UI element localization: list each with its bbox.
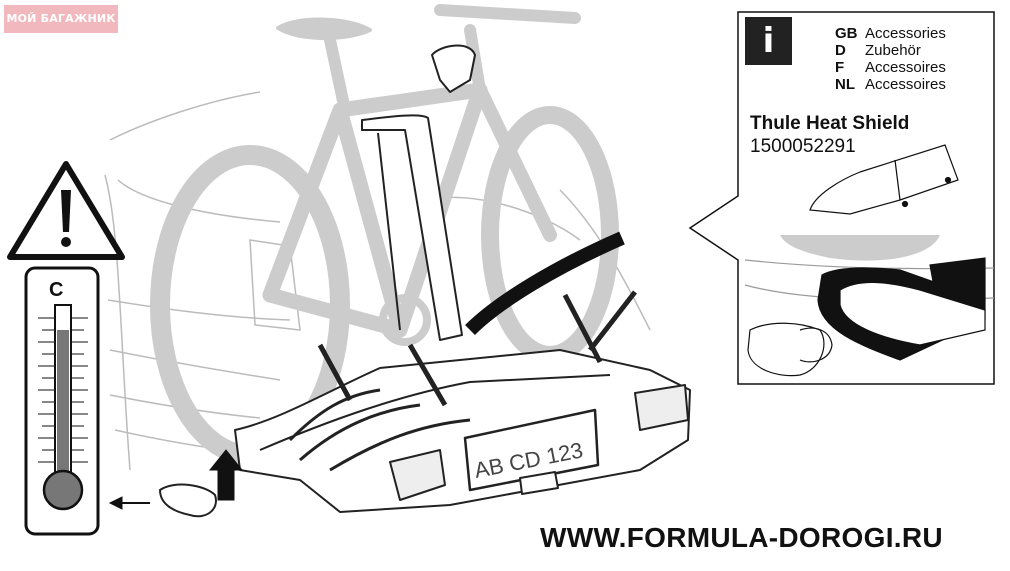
temperature-unit: C [49, 279, 64, 301]
language-label: Accessories [865, 25, 946, 42]
product-name: Thule Heat Shield [750, 113, 910, 134]
seat-post [324, 34, 351, 116]
fork [473, 83, 557, 242]
language-label: Zubehör [865, 42, 921, 59]
language-label: Accessoires [865, 76, 946, 93]
chainring [379, 294, 431, 346]
plate-holder [463, 408, 600, 492]
language-label: Accessoires [865, 59, 946, 76]
arrows [108, 449, 244, 510]
tail-light-right [634, 384, 689, 431]
wheel-tray-2 [299, 403, 421, 462]
thermometer-icon [24, 266, 100, 536]
product-code: 1500052291 [750, 136, 856, 157]
language-code: NL [835, 76, 855, 93]
website-url: WWW.FORMULA-DOROGI.RU [540, 522, 943, 553]
language-code: GB [835, 25, 858, 42]
language-code: F [835, 59, 845, 76]
language-row: F Accessoires [835, 59, 946, 76]
wheel-tray-3 [329, 418, 471, 472]
language-row: NL Accessoires [835, 76, 946, 93]
language-row: D Zubehör [835, 42, 921, 59]
clamp-arm-1 [317, 343, 353, 402]
saddle [276, 17, 372, 40]
info-icon: i [745, 17, 792, 65]
mercury-column [57, 330, 69, 490]
up-arrow-icon [208, 449, 244, 501]
carrier-mast [361, 114, 463, 341]
carrier-clamp [431, 44, 476, 93]
warning-triangle-icon [7, 161, 125, 260]
strap [465, 231, 625, 335]
wheel-tray-1 [288, 388, 381, 442]
clamp-arm-2 [407, 343, 448, 407]
bike-carrier [159, 44, 691, 518]
clamp-arm-3 [562, 293, 603, 364]
tow-ball [159, 483, 217, 518]
detail-inset [744, 235, 995, 377]
hitch [519, 471, 559, 495]
language-code: D [835, 42, 846, 59]
thermometer-bulb [42, 469, 84, 511]
tail-light-left [389, 449, 446, 501]
watermark-logo: МОЙ БАГАЖНИК [4, 5, 118, 33]
heat-shield-sketch [809, 144, 959, 215]
carrier-base [234, 349, 691, 513]
clamp-arm-4 [588, 290, 637, 352]
info-panel: i GB Accessories D Zubehör F Accessoires NL… [738, 12, 994, 384]
language-row: GB Accessories [835, 25, 946, 42]
